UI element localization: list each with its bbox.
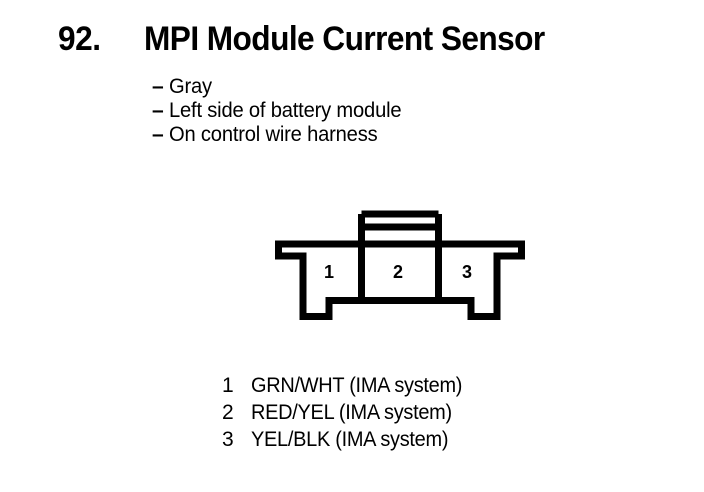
cavity-label-3: 3 <box>461 262 472 282</box>
legend-row: 3 YEL/BLK (IMA system) <box>222 426 473 453</box>
connector-body-shape <box>275 240 525 320</box>
legend-pin-number: 1 <box>222 374 234 397</box>
dash-bullet-icon: – <box>152 99 164 122</box>
legend-wire-description: RED/YEL (IMA system) <box>251 401 452 424</box>
notes-list: – Gray – Left side of battery module – O… <box>152 75 411 147</box>
pin-legend: 1 GRN/WHT (IMA system) 2 RED/YEL (IMA sy… <box>222 372 473 453</box>
legend-row: 1 GRN/WHT (IMA system) <box>222 372 473 399</box>
note-item: – Left side of battery module <box>152 99 411 123</box>
item-number: 92. <box>58 20 101 58</box>
note-text: Left side of battery module <box>169 99 402 122</box>
note-item: – Gray <box>152 75 411 99</box>
connector-diagram <box>275 205 525 330</box>
legend-wire-description: GRN/WHT (IMA system) <box>251 374 463 397</box>
note-item: – On control wire harness <box>152 123 411 147</box>
note-text: On control wire harness <box>169 123 378 146</box>
legend-wire-description: YEL/BLK (IMA system) <box>251 428 449 451</box>
cavity-label-2: 2 <box>392 262 403 282</box>
legend-pin-number: 2 <box>222 401 234 424</box>
note-text: Gray <box>169 75 212 98</box>
legend-row: 2 RED/YEL (IMA system) <box>222 399 473 426</box>
page-title: MPI Module Current Sensor <box>143 20 545 58</box>
connector-outline-svg <box>275 210 525 320</box>
cavity-label-1: 1 <box>323 262 334 282</box>
page-header: 92. MPI Module Current Sensor <box>58 20 575 59</box>
dash-bullet-icon: – <box>152 75 164 98</box>
legend-pin-number: 3 <box>222 428 234 451</box>
dash-bullet-icon: – <box>152 123 164 146</box>
